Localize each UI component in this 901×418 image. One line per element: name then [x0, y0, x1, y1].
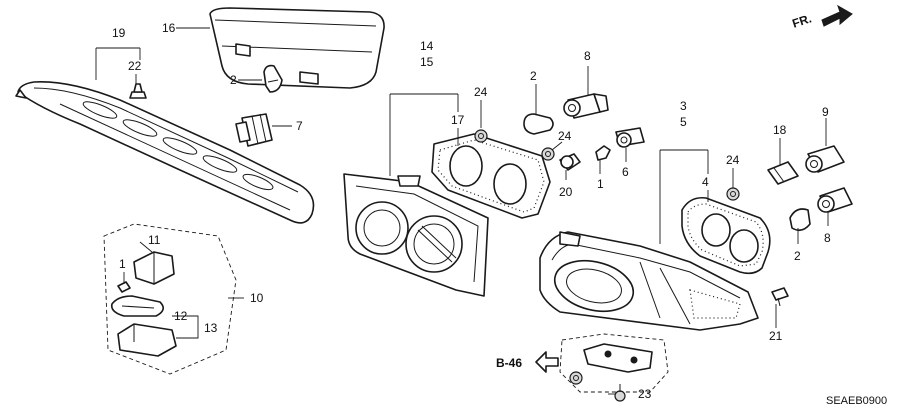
clip-22	[129, 83, 147, 99]
label-22: 22	[128, 59, 142, 73]
bulb-2-right	[789, 208, 811, 232]
nut-24-left	[474, 129, 488, 143]
label-15: 15	[420, 55, 434, 69]
label-18: 18	[773, 123, 787, 137]
label-4: 4	[702, 175, 709, 189]
front-direction-arrow	[821, 4, 853, 27]
label-11: 11	[148, 233, 161, 247]
label-7: 7	[296, 119, 303, 133]
direction-label: FR.	[790, 11, 813, 30]
grommet-20	[559, 153, 581, 171]
bulb-2-upper	[263, 64, 283, 93]
label-19: 19	[112, 26, 126, 40]
label-10: 10	[250, 291, 264, 305]
socket-6	[615, 127, 645, 148]
label-20: 20	[559, 185, 573, 199]
clip-21	[771, 287, 789, 307]
label-2-center: 2	[530, 69, 537, 83]
label-2-upper: 2	[230, 73, 237, 87]
socket-7	[235, 113, 273, 147]
part-labels: 16 19 22 2 7 14 15 17 24 2 8 24 20 1 6 3…	[112, 11, 887, 407]
socket-9	[805, 145, 845, 173]
label-9: 9	[822, 105, 829, 119]
license-light-group	[103, 223, 237, 375]
reference-arrow	[535, 351, 559, 373]
label-14: 14	[420, 39, 434, 53]
rear-spoiler-garnish	[15, 81, 315, 224]
label-1-center: 1	[597, 177, 604, 191]
socket-8-top	[563, 93, 609, 119]
reference-label: B-46	[496, 356, 522, 370]
label-8-top: 8	[584, 49, 591, 63]
socket-8-right	[817, 187, 853, 213]
tail-light-left	[343, 173, 489, 297]
label-17: 17	[451, 113, 465, 127]
label-13: 13	[204, 321, 218, 335]
high-mount-stop-light	[209, 7, 385, 89]
label-23: 23	[638, 387, 652, 401]
bulb-2-center	[523, 113, 554, 135]
label-12: 12	[174, 309, 188, 323]
label-24-left: 24	[474, 85, 488, 99]
label-2-right: 2	[794, 249, 801, 263]
label-6: 6	[622, 165, 629, 179]
label-24-right: 24	[726, 153, 740, 167]
nut-24-right	[726, 187, 740, 201]
label-21: 21	[769, 329, 783, 343]
tail-light-right	[539, 231, 759, 331]
label-16: 16	[162, 21, 176, 35]
label-24-center: 24	[558, 129, 572, 143]
label-5: 5	[680, 115, 687, 129]
diagram-code: SEAEB0900	[826, 395, 887, 407]
socket-18	[767, 161, 799, 185]
label-1-lower: 1	[119, 257, 126, 271]
nut-24-center	[541, 147, 555, 161]
gasket-17	[431, 133, 551, 219]
label-8-right: 8	[824, 231, 831, 245]
bulb-1-center	[595, 145, 611, 161]
gasket-4	[681, 196, 771, 275]
label-3: 3	[680, 99, 687, 113]
leader-lines	[95, 27, 829, 395]
bracket-group	[559, 333, 669, 402]
